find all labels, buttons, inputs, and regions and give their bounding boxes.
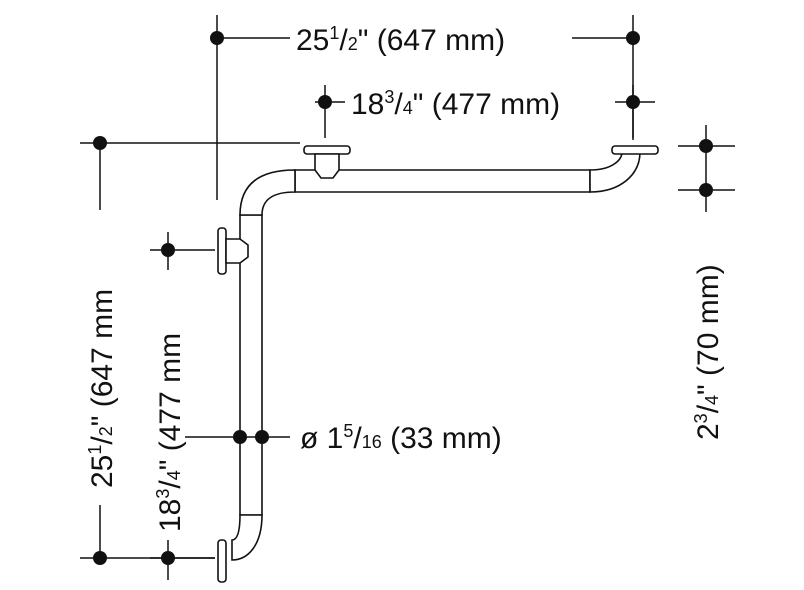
right-wall-flange: [611, 145, 659, 155]
horizontal-bar: [294, 169, 591, 193]
dim-label-left-height: 251/2" (647 mm: [85, 289, 119, 488]
top-support-flange: [303, 145, 351, 155]
dim-label-diameter: ø 15/16 (33 mm): [300, 421, 502, 455]
dim-label-projection: 23/4" (70 mm): [691, 264, 725, 440]
dim-label-top-inner: 183/4" (477 mm): [351, 87, 560, 121]
dimension-lines: [80, 15, 735, 580]
corner-elbow: [239, 169, 296, 216]
top-support-post: [314, 153, 340, 179]
bottom-wall-flange: [217, 539, 227, 583]
dim-label-top-width: 251/2" (647 mm): [296, 23, 505, 57]
bottom-end-elbow: [231, 514, 263, 561]
dim-label-left-inner: 183/4" (477 mm: [153, 333, 187, 532]
left-support-post: [225, 238, 249, 264]
grab-bar-drawing: [217, 145, 659, 583]
left-support-flange: [217, 227, 227, 275]
right-end-elbow: [589, 151, 641, 193]
